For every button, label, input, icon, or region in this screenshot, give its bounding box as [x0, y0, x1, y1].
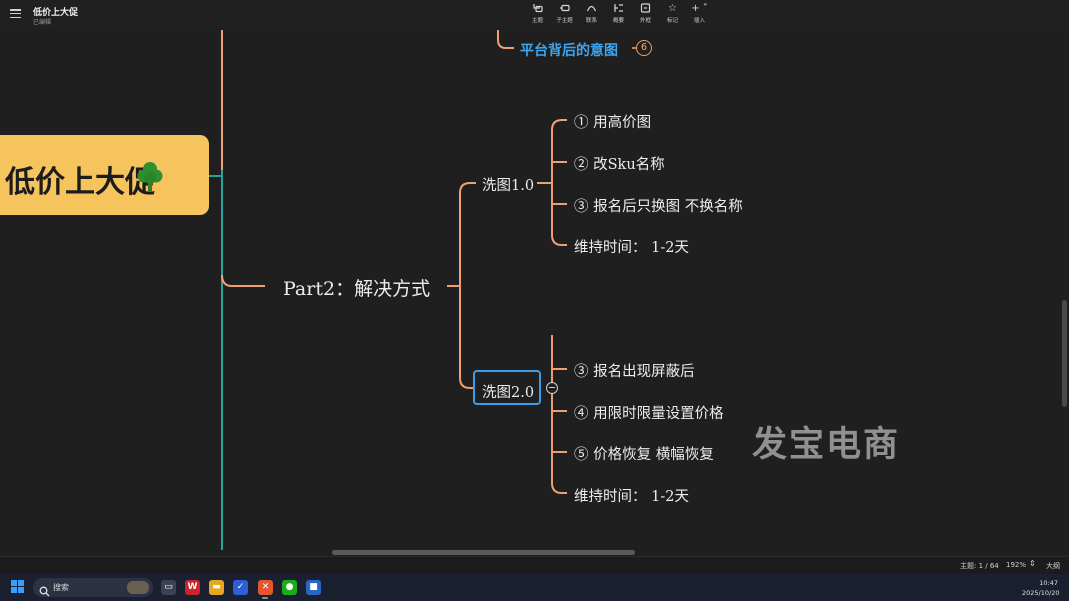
collapsed-count-badge[interactable]: 6: [636, 40, 652, 56]
toolbar-boundary-button[interactable]: 外框: [632, 3, 659, 29]
zoom-stepper-icon[interactable]: ⇕: [1029, 559, 1036, 568]
task-view-icon[interactable]: ▭: [161, 580, 176, 595]
branch2-child-1[interactable]: ③ 报名出现屏蔽后: [574, 364, 695, 380]
search-icon: [39, 582, 50, 597]
horizontal-scrollbar[interactable]: [332, 550, 635, 555]
branch2-child-2[interactable]: ④ 用限时限量设置价格: [574, 406, 724, 422]
toolbar-marker-button[interactable]: ☆ 标记: [659, 3, 686, 29]
selected-topic-outline: [473, 370, 541, 405]
vertical-scrollbar[interactable]: [1062, 300, 1067, 407]
taskbar-search-input[interactable]: 搜索: [33, 578, 153, 597]
active-app-indicator: [262, 597, 268, 599]
windows-taskbar: 搜索 ▭ W ▬ ✓ ✕ ● ■ 10:47 2025/10/20: [0, 574, 1069, 601]
system-clock[interactable]: 10:47 2025/10/20: [1022, 578, 1060, 598]
clock-date: 2025/10/20: [1022, 589, 1060, 597]
star-icon: ☆: [668, 3, 677, 14]
subtopic-icon: [551, 3, 578, 15]
branch-xitu-1-topic[interactable]: 洗图1.0: [482, 178, 535, 194]
summary-icon: [605, 3, 632, 15]
topic-count: 主题: 1 / 64: [960, 562, 999, 570]
windows-start-icon[interactable]: [11, 580, 25, 594]
branch1-child-4[interactable]: 维持时间： 1-2天: [574, 240, 689, 256]
connector-lines: [209, 30, 636, 550]
search-placeholder: 搜索: [53, 583, 69, 592]
toolbar-label: 子主题: [556, 18, 573, 24]
document-title: 低价上大促: [33, 8, 79, 18]
toolbar-label: 概要: [612, 18, 624, 24]
toolbar-insert-button[interactable]: + ˅ 插入: [686, 3, 713, 29]
wechat-icon[interactable]: ●: [282, 580, 297, 595]
collapse-minus-icon[interactable]: [546, 382, 558, 394]
branch1-child-2[interactable]: ② 改Sku名称: [574, 157, 665, 173]
toolbar-label: 插入: [693, 18, 705, 24]
watermark: 发宝电商: [752, 425, 901, 465]
zoom-level[interactable]: 192%: [1006, 561, 1027, 569]
toolbar-label: 外框: [639, 18, 651, 24]
hamburger-menu-icon[interactable]: [10, 9, 21, 19]
store-icon[interactable]: ■: [306, 580, 321, 595]
root-topic-node[interactable]: 低价上大促: [0, 135, 209, 215]
status-bar: 主题: 1 / 64 192% ⇕ 大纲: [0, 556, 1069, 575]
toolbar-topic-button[interactable]: 主题: [524, 3, 551, 29]
branch1-child-1[interactable]: ① 用高价图: [574, 115, 652, 131]
todo-icon[interactable]: ✓: [233, 580, 248, 595]
topic-icon: [524, 3, 551, 15]
toolbar: 主题 子主题 联系 概要 外框 ☆ 标记: [524, 3, 713, 29]
insert-plus-icon: + ˅: [691, 3, 708, 14]
branch2-child-4[interactable]: 维持时间： 1-2天: [574, 489, 689, 505]
intent-topic[interactable]: 平台背后的意图: [520, 43, 618, 59]
toolbar-summary-button[interactable]: 概要: [605, 3, 632, 29]
branch1-child-3[interactable]: ③ 报名后只换图 不换名称: [574, 199, 743, 215]
outline-button[interactable]: 大纲: [1046, 562, 1060, 570]
relationship-icon: [578, 3, 605, 15]
toolbar-label: 联系: [585, 18, 597, 24]
toolbar-relationship-button[interactable]: 联系: [578, 3, 605, 29]
root-topic-label: 低价上大促: [5, 165, 155, 200]
document-status: 已编辑: [33, 19, 52, 26]
part2-topic[interactable]: Part2：解决方式: [283, 278, 431, 300]
mindmap-canvas[interactable]: 低价上大促 平台背后的意图 6 Part2：解决方式 洗图1.0 ① 用高价图 …: [0, 30, 1069, 556]
branch-xitu-2-topic[interactable]: 洗图2.0: [482, 385, 535, 401]
boundary-icon: [632, 3, 659, 15]
search-highlight-icon: [127, 581, 149, 594]
xmind-icon[interactable]: ✕: [258, 580, 273, 595]
toolbar-subtopic-button[interactable]: 子主题: [551, 3, 578, 29]
branch2-child-3[interactable]: ⑤ 价格恢复 横幅恢复: [574, 447, 714, 463]
clock-time: 10:47: [1039, 579, 1058, 587]
toolbar-label: 标记: [666, 18, 678, 24]
title-bar: 低价上大促 已编辑 主题 子主题 联系 概要: [0, 0, 1069, 31]
wps-icon[interactable]: W: [185, 580, 200, 595]
toolbar-label: 主题: [531, 18, 543, 24]
file-explorer-icon[interactable]: ▬: [209, 580, 224, 595]
